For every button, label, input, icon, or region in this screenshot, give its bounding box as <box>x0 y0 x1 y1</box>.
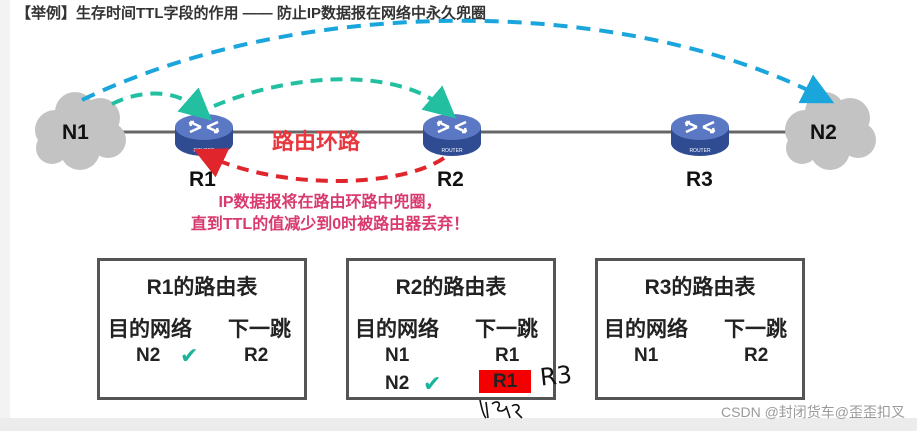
check-icon: ✔ <box>423 371 442 396</box>
network-cloud-n1 <box>35 92 126 170</box>
arrow-n1-to-r1 <box>111 87 213 121</box>
node-label-r3: R3 <box>686 168 713 191</box>
row-next-hop: R2 <box>244 345 269 366</box>
node-label-n1: N1 <box>62 121 89 144</box>
routing-table-title: R3的路由表 <box>644 276 756 299</box>
router-badge-r2: ROUTER <box>441 148 463 154</box>
row-next-hop-highlighted: R1 <box>479 370 532 393</box>
highlighted-next-hop: R1 <box>479 370 532 393</box>
row-destination: N2 <box>385 373 410 394</box>
left-margin-strip <box>0 0 10 431</box>
router-icon-r2 <box>423 114 481 156</box>
loop-note-line1: IP数据报将在路由环路中兜圈， <box>218 194 442 211</box>
slide-title: 【举例】生存时间TTL字段的作用 —— 防止IP数据报在网络中永久兜圈 <box>16 5 486 22</box>
router-icon-r3 <box>671 114 729 156</box>
row-next-hop: R1 <box>495 345 520 366</box>
header-next-hop: 下一跳 <box>475 318 538 341</box>
routing-loop-label: 路由环路 <box>272 129 361 154</box>
arrow-n1-to-n2 <box>81 18 835 104</box>
row-next-hop: R2 <box>744 345 769 366</box>
handwritten-scribble <box>479 399 523 419</box>
router-badge-r1: ROUTER <box>193 148 215 154</box>
loop-note: IP数据报将在路由环路中兜圈， 直到TTL的值减少到0时被路由器丢弃！ <box>140 192 520 236</box>
routing-table-title: R2的路由表 <box>395 276 507 299</box>
check-icon: ✔ <box>180 343 199 368</box>
node-label-r2: R2 <box>437 168 464 191</box>
routing-table-r2: R2的路由表 目的网络 下一跳 N1 R1 N2 ✔ R1 <box>346 258 556 400</box>
row-destination: N1 <box>385 345 410 366</box>
node-label-r1: R1 <box>189 168 216 191</box>
router-badge-r3: ROUTER <box>689 148 711 154</box>
row-destination: N1 <box>634 345 659 366</box>
routing-table-r1: R1的路由表 目的网络 下一跳 N2 ✔ R2 <box>97 258 307 400</box>
routing-table-r3: R3的路由表 目的网络 下一跳 N1 R2 <box>595 258 805 400</box>
header-destination: 目的网络 <box>355 318 439 341</box>
arrow-r2-to-r1 <box>193 148 446 183</box>
loop-note-line2: 直到TTL的值减少到0时被路由器丢弃！ <box>190 216 470 233</box>
handwritten-correction: R3 <box>538 360 574 392</box>
routing-table-title: R1的路由表 <box>146 276 258 299</box>
node-label-n2: N2 <box>810 121 837 144</box>
arrow-r1-to-r2 <box>213 77 457 119</box>
header-destination: 目的网络 <box>108 318 192 341</box>
header-next-hop: 下一跳 <box>724 318 787 341</box>
header-next-hop: 下一跳 <box>228 318 291 341</box>
header-destination: 目的网络 <box>604 318 688 341</box>
network-cloud-n2 <box>785 92 876 170</box>
bottom-margin-strip <box>0 418 917 431</box>
row-destination: N2 <box>136 345 161 366</box>
watermark-text: CSDN @封闭货车@歪歪扣叉 <box>721 404 905 420</box>
